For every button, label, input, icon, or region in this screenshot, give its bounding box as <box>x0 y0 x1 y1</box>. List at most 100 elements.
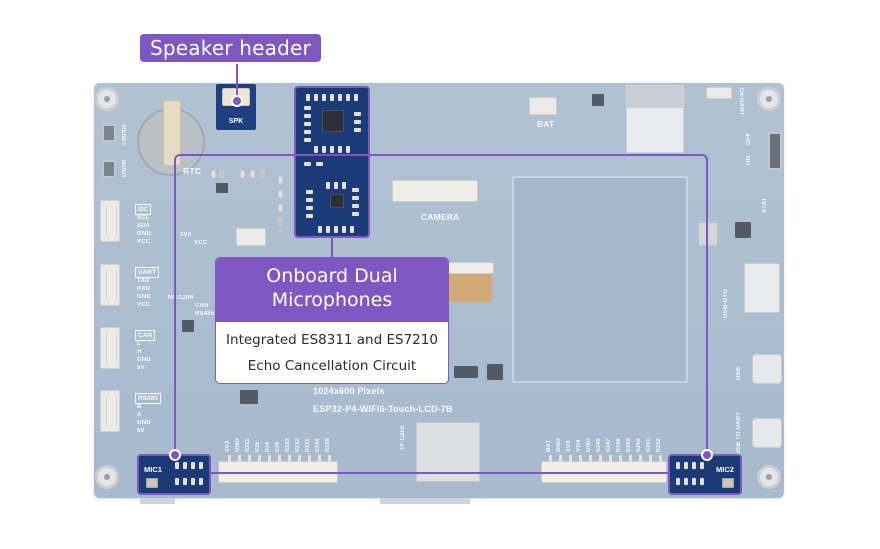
pad <box>338 146 342 153</box>
microphones-callout: Onboard Dual Microphones Integrated ES83… <box>215 257 449 384</box>
gpio-pin <box>328 455 331 462</box>
pad <box>306 190 313 194</box>
can-header-label: CAN <box>135 330 156 341</box>
uart-header-label: UART <box>135 267 160 278</box>
pad <box>334 226 338 233</box>
callout-title-line2: Microphones <box>271 289 393 311</box>
pad <box>692 462 696 469</box>
mount-hole-bottom-left <box>95 465 119 489</box>
pad <box>352 196 359 200</box>
callout-desc-line1: Integrated ES8311 and ES7210 <box>226 332 438 348</box>
i2c-header-label: I2C <box>135 204 152 215</box>
board-foot-mid <box>380 498 470 504</box>
pmic-ic <box>735 222 751 238</box>
pad <box>346 94 350 101</box>
usb-to-uart-label: USB TO UART <box>736 411 742 455</box>
battery-clip <box>163 100 181 166</box>
gpio-pin-label: 3V3 <box>225 440 231 452</box>
gpio-pin-label: IO31 <box>305 438 311 452</box>
spk-label: SPK <box>228 118 244 125</box>
usb-otg-label: USB-OTG <box>723 288 729 318</box>
driver-ic <box>182 320 194 332</box>
pad <box>700 462 704 469</box>
pad <box>352 212 359 216</box>
smd-component <box>211 170 216 178</box>
reset-button <box>102 124 116 142</box>
pad <box>342 182 346 189</box>
pad <box>304 130 311 134</box>
pad <box>346 146 350 153</box>
3v3-label: 3V3 <box>180 232 192 238</box>
mic2-label: MIC2 <box>716 465 734 474</box>
gpio-pin-label: IO49 <box>626 438 632 452</box>
gpio-pin <box>268 455 271 462</box>
speaker-marker-dot <box>231 95 243 107</box>
resolution-label: 1024x600 Pixels <box>313 386 385 396</box>
pad <box>338 94 342 101</box>
c6-uart-connector <box>706 87 732 99</box>
gpio-pin-label: BAT <box>546 439 552 453</box>
rs485-pin-a: A <box>137 412 142 418</box>
smd-component <box>278 190 283 198</box>
pad <box>199 462 203 469</box>
pad <box>306 206 313 210</box>
gpio-pin-label: VO4 <box>576 439 582 452</box>
gpio-pin-label: IO32 <box>295 438 301 452</box>
pad <box>183 478 187 485</box>
smd-component <box>250 170 255 178</box>
smd-component <box>278 218 283 226</box>
speaker-header-label: Speaker header <box>140 34 321 62</box>
pad <box>354 120 361 124</box>
rs485-pin-b: B <box>137 404 142 410</box>
usb-to-uart-port <box>752 418 782 448</box>
camera-label: CAMERA <box>421 212 460 222</box>
pad <box>306 214 313 218</box>
can-pin-l: L <box>137 341 141 347</box>
es7210-chip <box>330 194 344 208</box>
mic2-capsule <box>722 478 734 488</box>
mic1-label: MIC1 <box>144 465 162 474</box>
pad <box>316 162 323 166</box>
gpio-pin <box>569 455 572 462</box>
pad <box>684 478 688 485</box>
uart-pin-vcc: VCC <box>137 302 151 308</box>
stat-label: STAT <box>762 197 768 213</box>
boot-label: BOOT <box>120 160 126 179</box>
lcd-panel-outline <box>512 176 688 383</box>
gpio-pin <box>308 455 311 462</box>
off-label: OFF <box>746 132 752 145</box>
gpio-pin <box>619 455 622 462</box>
pad <box>676 462 680 469</box>
smd-component <box>219 170 224 178</box>
rtc-label: RTC <box>183 166 202 176</box>
pad <box>304 114 311 118</box>
gpio-pin-label: IO4 <box>265 441 271 452</box>
can-pin-gnd: GND <box>137 357 151 363</box>
pad <box>354 128 361 132</box>
module-antenna <box>627 86 683 108</box>
pad <box>191 478 195 485</box>
gpio-pin-label: IO52 <box>656 438 662 452</box>
crystal <box>454 366 478 378</box>
pad <box>191 462 195 469</box>
pad <box>304 106 311 110</box>
pad <box>306 94 310 101</box>
pad <box>334 182 338 189</box>
pad <box>322 94 326 101</box>
pad <box>318 226 322 233</box>
rs485-pin-5v: 5V <box>137 428 145 434</box>
gpio-pin <box>288 455 291 462</box>
rs485-pin-gnd: GND <box>137 420 151 426</box>
inductor <box>698 222 718 246</box>
pad <box>183 462 187 469</box>
esp32-c6-module <box>626 85 684 153</box>
usb-port <box>752 354 782 384</box>
gpio-pin-label: IO48 <box>616 438 622 452</box>
on-label: ON <box>746 155 752 165</box>
touch-ic <box>487 364 503 380</box>
pad <box>692 478 696 485</box>
gpio-pin-label: IO5 <box>255 441 261 452</box>
lcd-ribbon-cable <box>448 274 492 302</box>
i2c-pin-vcc: VCC <box>137 239 151 245</box>
gpio-pin <box>248 455 251 462</box>
